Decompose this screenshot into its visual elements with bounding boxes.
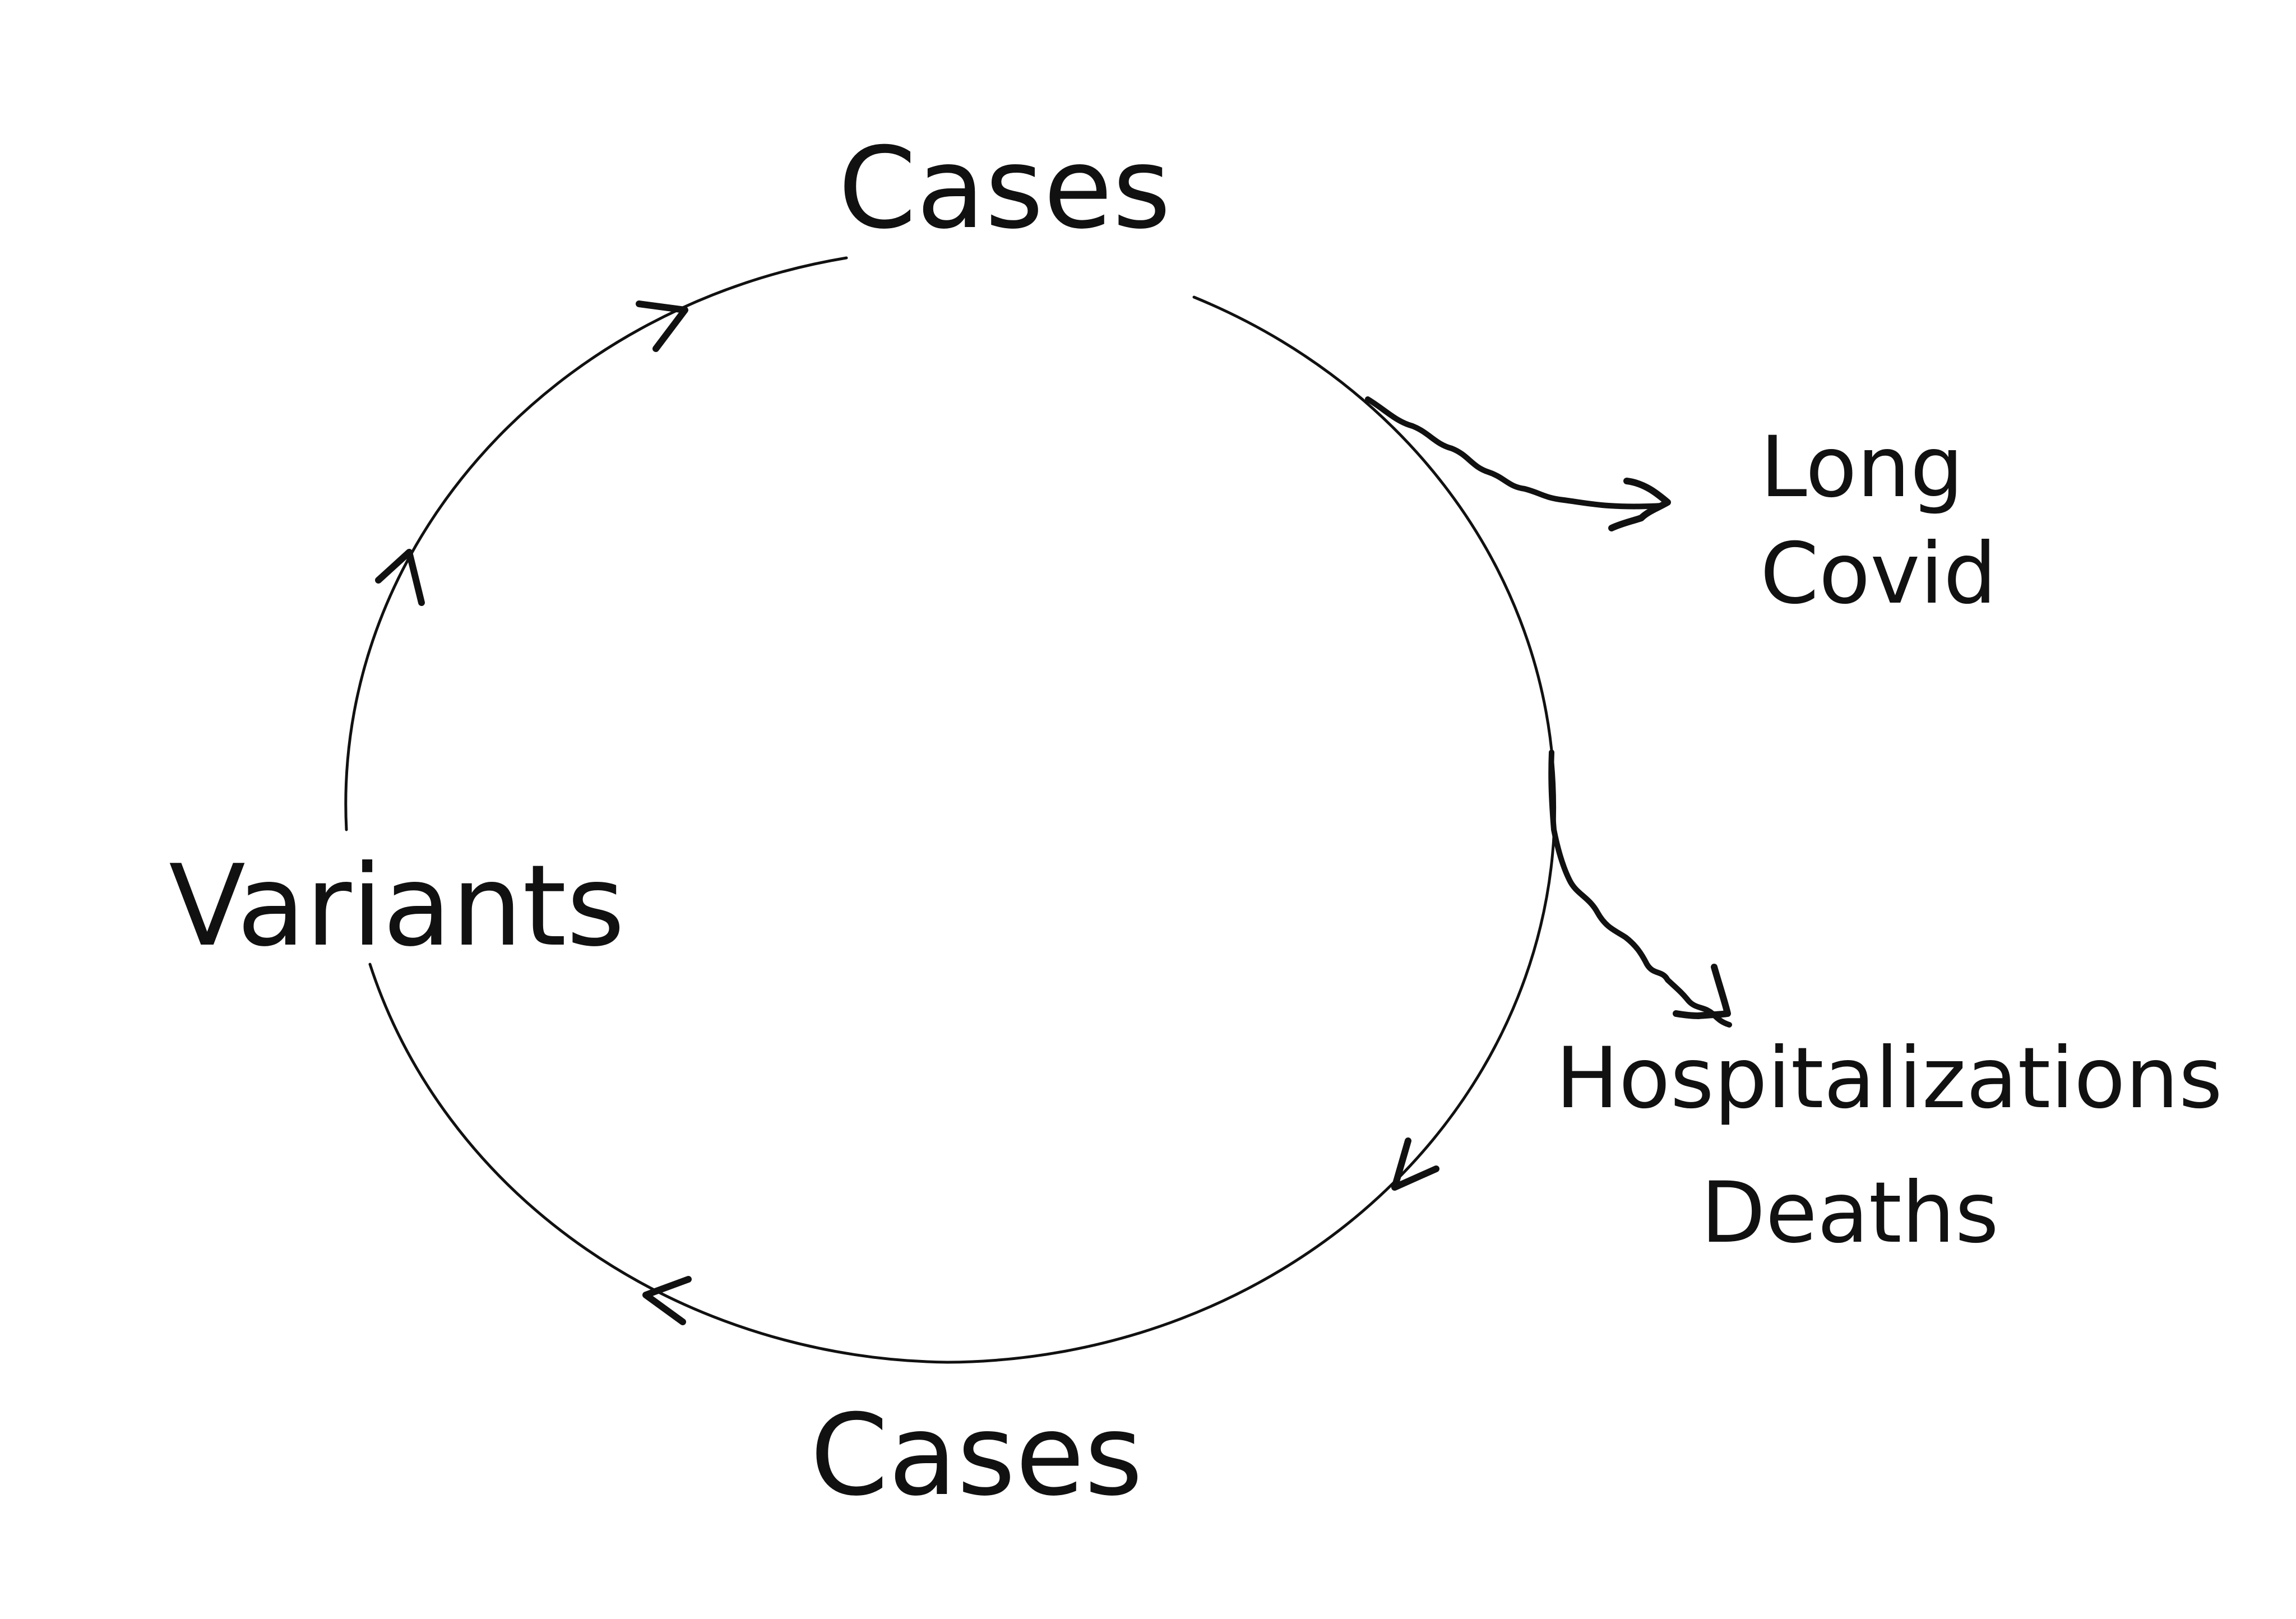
label-cases-top: Cases [838,123,1171,254]
arrowhead-top-left [636,300,688,352]
cycle-arrowheads [375,300,1439,1325]
branch-long-covid [1365,396,1671,531]
label-covid: Covid [1760,525,1997,623]
arc-right-to-cases-bottom [946,761,1557,1364]
wavy-arrow-hospitalizations [1548,750,1732,1028]
arc-cases-top-to-right [1192,295,1554,764]
label-long: Long [1760,419,1964,516]
cycle-ring [344,256,1557,1364]
arrowhead-bottom-left [642,1276,692,1325]
label-hospitalizations: Hospitalizations [1556,1030,2223,1127]
branch-hospitalizations [1548,750,1732,1028]
arrowhead-left-upper [375,549,425,606]
arrowhead-long-covid [1608,478,1671,531]
arc-cases-bottom-to-variants [368,963,949,1364]
label-cases-bottom: Cases [810,1390,1143,1521]
arrowhead-right-lower [1391,1137,1439,1191]
wavy-arrow-long-covid [1365,396,1665,510]
label-deaths: Deaths [1701,1164,1999,1262]
arc-variants-to-cases-top [344,256,848,831]
label-variants: Variants [169,841,625,972]
arrowhead-hospitalizations [1673,964,1731,1019]
